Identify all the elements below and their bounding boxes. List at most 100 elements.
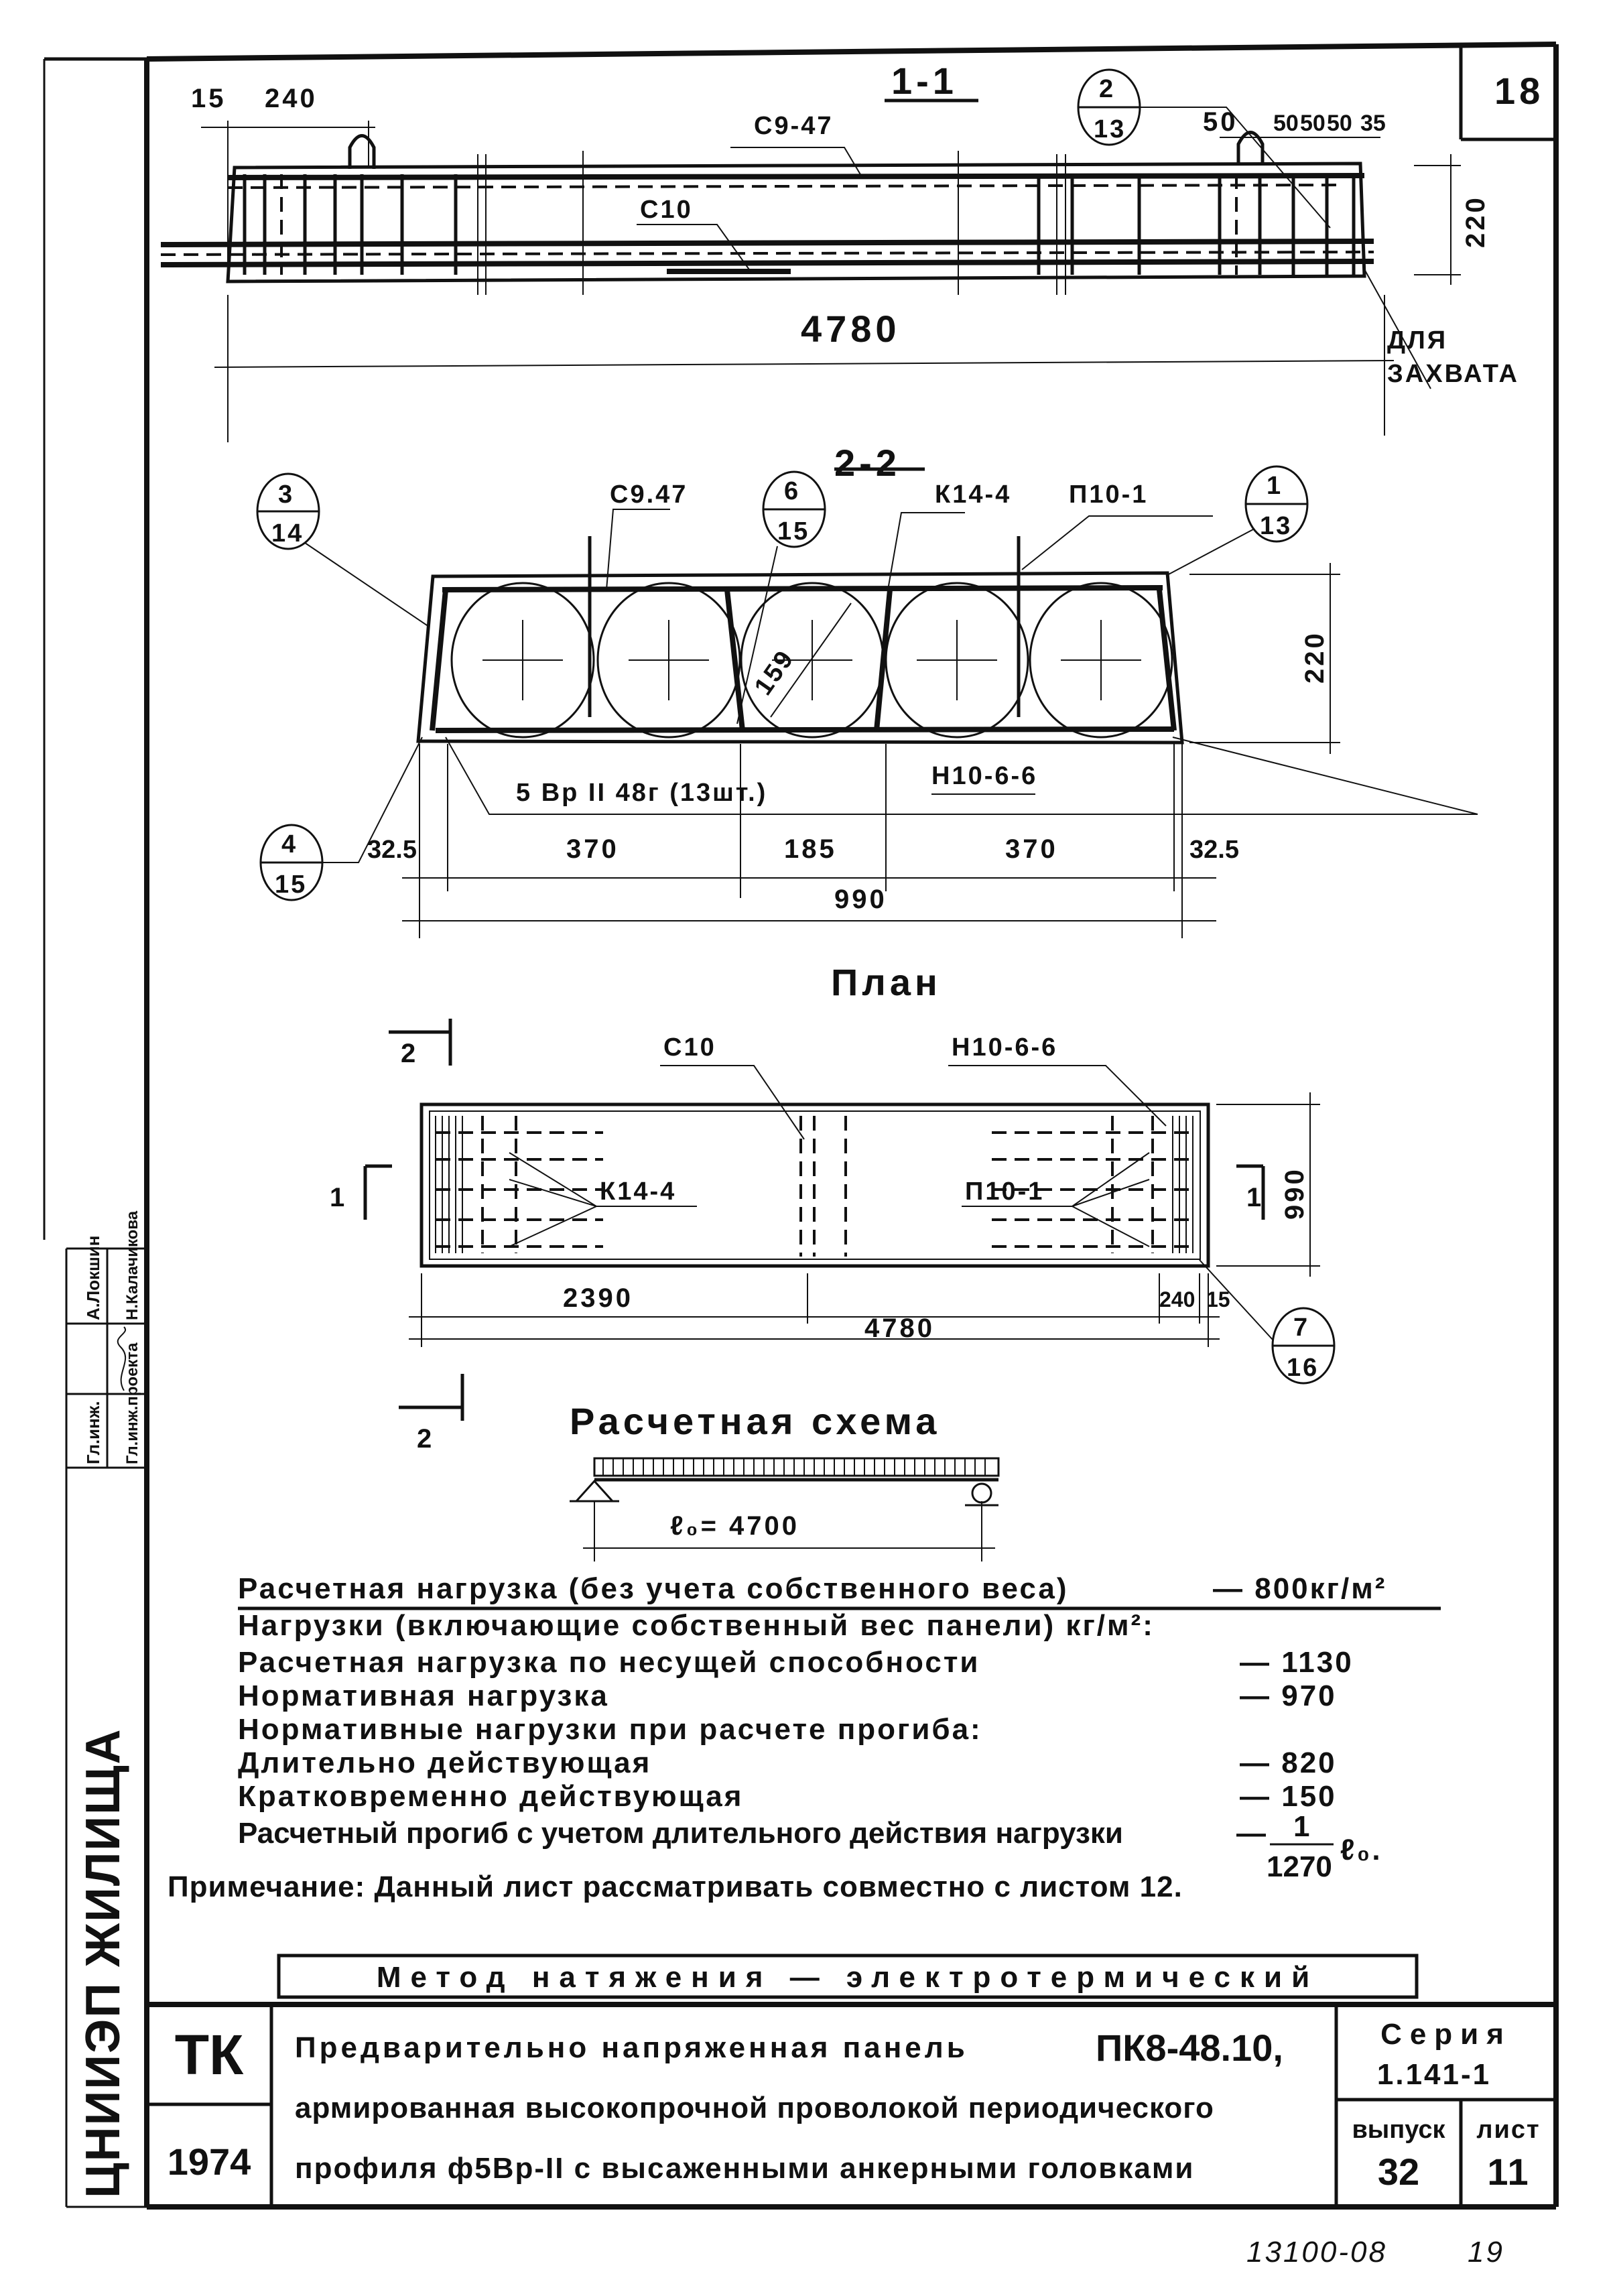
series-label: Серия — [1380, 2018, 1512, 2051]
deflection-numerator: 1 — [1293, 1810, 1311, 1843]
svg-text:240: 240 — [1159, 1287, 1195, 1312]
load-row-label: Нормативная нагрузка — [238, 1679, 609, 1712]
design-scheme: Расчетная схема ℓ₀= 4700 — [570, 1400, 1000, 1561]
svg-text:4780: 4780 — [864, 1314, 935, 1343]
stirrups-right — [1037, 174, 1356, 275]
deflection-unit: ℓ₀. — [1340, 1834, 1382, 1866]
frames-k14-4 — [430, 589, 1177, 731]
pin-support-icon — [574, 1479, 615, 1503]
svg-text:14: 14 — [271, 519, 304, 548]
svg-text:3: 3 — [278, 481, 294, 509]
handwritten-page: 19 — [1468, 2236, 1504, 2269]
corner-number: 18 — [1494, 70, 1544, 112]
label-k14-4: К14-4 — [935, 481, 1011, 509]
svg-text:15: 15 — [1206, 1287, 1230, 1312]
svg-text:4: 4 — [281, 830, 298, 858]
label-wires: 5 Вр II 48г (13шт.) — [516, 779, 767, 807]
load-row-value: — 150 — [1240, 1780, 1337, 1813]
title-line-1: Предварительно напряженная панель — [295, 2031, 968, 2064]
bottom-strand-1 — [160, 239, 1374, 247]
section-mark-2-top: 2 — [389, 1019, 452, 1068]
section-2-2-title: 2-2 — [834, 442, 901, 484]
plan-view: План С10 Н10-6-6 К14-4 П10-1 1 1 2 — [330, 961, 1336, 1454]
svg-text:35: 35 — [1360, 111, 1386, 136]
label-c9-47: С9.47 — [610, 481, 688, 509]
svg-text:1: 1 — [1267, 472, 1283, 500]
deflection-dash: — — [1236, 1817, 1268, 1850]
load-row-label: Нормативные нагрузки при расчете прогиба… — [238, 1713, 982, 1746]
grip-label-1: ДЛЯ — [1387, 326, 1447, 355]
svg-text:220: 220 — [1461, 195, 1490, 248]
panel-cross-section — [416, 571, 1184, 745]
section-1-1-title: 1-1 — [891, 60, 958, 102]
plan-center-mesh — [799, 1116, 847, 1257]
load-row-value: — 820 — [1240, 1746, 1337, 1779]
svg-text:50: 50 — [1300, 111, 1326, 136]
stirrups-left — [243, 174, 458, 275]
hollow-cores — [450, 582, 1173, 739]
svg-text:13: 13 — [1260, 512, 1292, 540]
lifting-loop-left — [348, 134, 376, 169]
method-box: Метод натяжения — электротермический — [277, 1954, 1419, 1999]
svg-text:1: 1 — [330, 1183, 347, 1212]
deflection-denominator: 1270 — [1267, 1850, 1332, 1883]
top-rebar-line — [227, 173, 1365, 180]
load-row-label: Длительно действующая — [238, 1746, 651, 1779]
issue-value: 32 — [1378, 2151, 1419, 2193]
sheet-frame — [43, 42, 1559, 2210]
section-mark-2-bottom: 2 — [399, 1374, 464, 1454]
svg-text:50: 50 — [1203, 107, 1238, 137]
svg-text:2: 2 — [417, 1424, 434, 1454]
dim-top-left: 15 240 — [191, 84, 375, 281]
svg-text:15: 15 — [275, 871, 307, 899]
svg-text:4780: 4780 — [801, 308, 901, 350]
callout-1-13: 1 13 — [1167, 465, 1309, 576]
svg-text:2390: 2390 — [563, 1283, 633, 1313]
roller-support-icon — [971, 1482, 992, 1504]
label-h10-6-6: Н10-6-6 — [931, 762, 1037, 790]
svg-text:16: 16 — [1287, 1354, 1319, 1382]
lifting-loop-right — [1236, 131, 1265, 166]
section-2-2: 2-2 159 С9.47 К14-4 П10-1 Н10-6-6 — [256, 442, 1478, 938]
label-c10: С10 — [640, 196, 693, 224]
organization-name: ЦНИИЭП ЖИЛИЩА — [76, 1728, 130, 2198]
svg-text:50: 50 — [1273, 111, 1299, 136]
title-block: ТК 1974 Предварительно напряженная панел… — [147, 2002, 1556, 2207]
section-mark-1-left: 1 — [330, 1164, 392, 1220]
scheme-title: Расчетная схема — [570, 1400, 940, 1442]
corner-number-box: 18 — [1459, 44, 1556, 141]
dim-length-4780: 4780 — [214, 295, 1395, 442]
svg-text:2: 2 — [1099, 75, 1115, 103]
callout-4-15: 4 15 — [259, 737, 423, 901]
plan-label-h10-6-6: Н10-6-6 — [952, 1033, 1057, 1062]
svg-text:6: 6 — [784, 477, 800, 505]
section-mark-1-right: 1 — [1236, 1164, 1265, 1220]
loads-heading: Нагрузки (включающие собственный вес пан… — [238, 1609, 1155, 1642]
dim-height-220: 220 — [1189, 563, 1340, 754]
label-c9-47: С9-47 — [754, 112, 834, 140]
svg-text:7: 7 — [1293, 1314, 1309, 1342]
svg-text:15: 15 — [777, 517, 810, 546]
svg-text:185: 185 — [784, 834, 837, 864]
svg-text:50: 50 — [1327, 111, 1352, 136]
bottom-strand-2 — [160, 259, 1374, 267]
void-diameter: 159 — [749, 645, 800, 700]
code: ТК — [175, 2023, 244, 2086]
svg-text:2: 2 — [401, 1039, 418, 1068]
svg-text:370: 370 — [566, 834, 619, 864]
svg-text:32.5: 32.5 — [1189, 836, 1239, 864]
title-line-3: профиля ф5Вр-II с высаженными анкерными … — [295, 2152, 1194, 2185]
stamp-role-1: Гл.инж. — [83, 1401, 103, 1464]
series-value: 1.141-1 — [1377, 2058, 1491, 2091]
svg-text:15: 15 — [191, 84, 227, 113]
dim-height-220: 220 — [1414, 154, 1490, 285]
section-1-1: 1-1 — [160, 60, 1517, 442]
callout-3-14: 3 14 — [256, 472, 430, 627]
note: Примечание: Данный лист рассматривать со… — [168, 1870, 1183, 1903]
callout-6-15: 6 15 — [736, 470, 826, 724]
svg-text:13: 13 — [1094, 115, 1126, 143]
dim-chain-bottom: 32.5 370 185 370 32.5 990 — [367, 744, 1239, 938]
svg-text:990: 990 — [834, 885, 887, 914]
load-row-label: Расчетная нагрузка по несущей способност… — [238, 1646, 980, 1679]
load-row-label: Кратковременно действующая — [238, 1780, 743, 1813]
